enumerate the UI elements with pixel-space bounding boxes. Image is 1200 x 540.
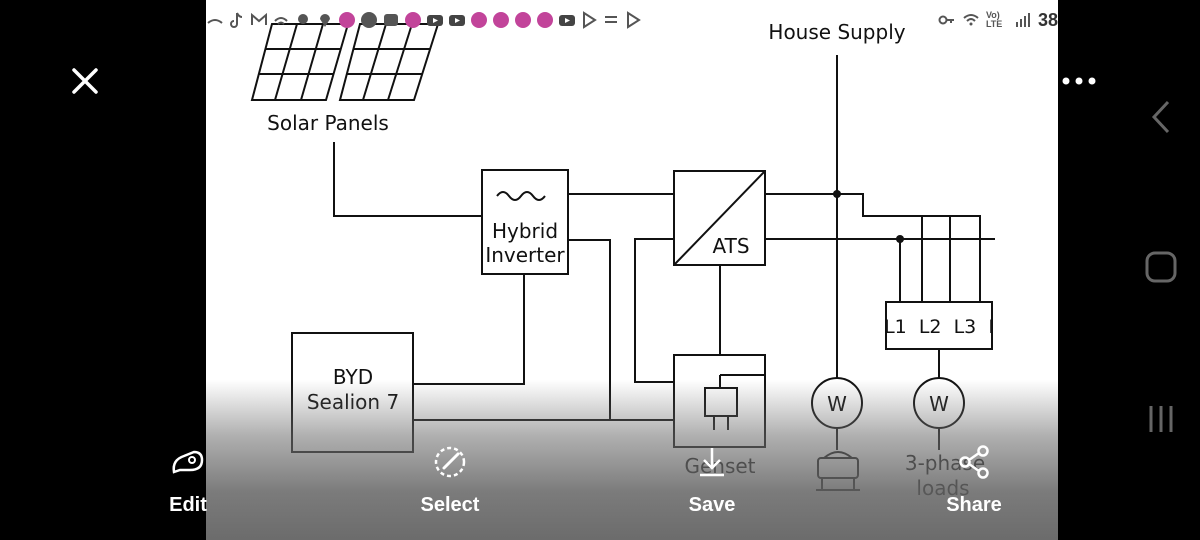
save-button[interactable]: Save bbox=[642, 430, 782, 530]
solar-panel-1 bbox=[250, 23, 350, 101]
meter-1-label: W bbox=[827, 392, 847, 416]
select-button[interactable]: Select bbox=[380, 430, 520, 530]
select-icon bbox=[434, 446, 466, 478]
phases-label: L1 L2 L3 I bbox=[884, 316, 994, 338]
download-icon bbox=[700, 448, 724, 477]
recents-nav-icon[interactable] bbox=[1138, 396, 1184, 442]
phases-box bbox=[885, 301, 993, 350]
back-nav-icon[interactable] bbox=[1138, 94, 1184, 140]
select-label: Select bbox=[420, 494, 480, 516]
edit-button[interactable]: Edit bbox=[118, 430, 258, 530]
meter-2-label: W bbox=[929, 392, 949, 416]
share-button[interactable]: Share bbox=[904, 430, 1044, 530]
bottom-toolbar: Edit Select Save Sha bbox=[0, 430, 1200, 540]
inverter-label-line1: Hybrid bbox=[492, 219, 558, 243]
save-label: Save bbox=[688, 494, 736, 516]
inverter-label-line2: Inverter bbox=[485, 243, 565, 267]
home-nav-icon[interactable] bbox=[1138, 244, 1184, 290]
byd-label-line1: BYD bbox=[333, 365, 373, 389]
share-icon bbox=[959, 445, 989, 479]
solar-panels-label: Solar Panels bbox=[267, 111, 389, 135]
ats-label: ATS bbox=[712, 234, 749, 258]
byd-label-line2: Sealion 7 bbox=[307, 390, 399, 414]
edit-icon bbox=[172, 450, 204, 474]
solar-panel-2 bbox=[338, 23, 440, 101]
house-supply-label: House Supply bbox=[768, 20, 905, 44]
edit-label: Edit bbox=[169, 494, 207, 516]
more-options-icon[interactable] bbox=[1058, 70, 1100, 92]
close-icon[interactable] bbox=[66, 62, 104, 100]
share-label: Share bbox=[946, 494, 1002, 516]
